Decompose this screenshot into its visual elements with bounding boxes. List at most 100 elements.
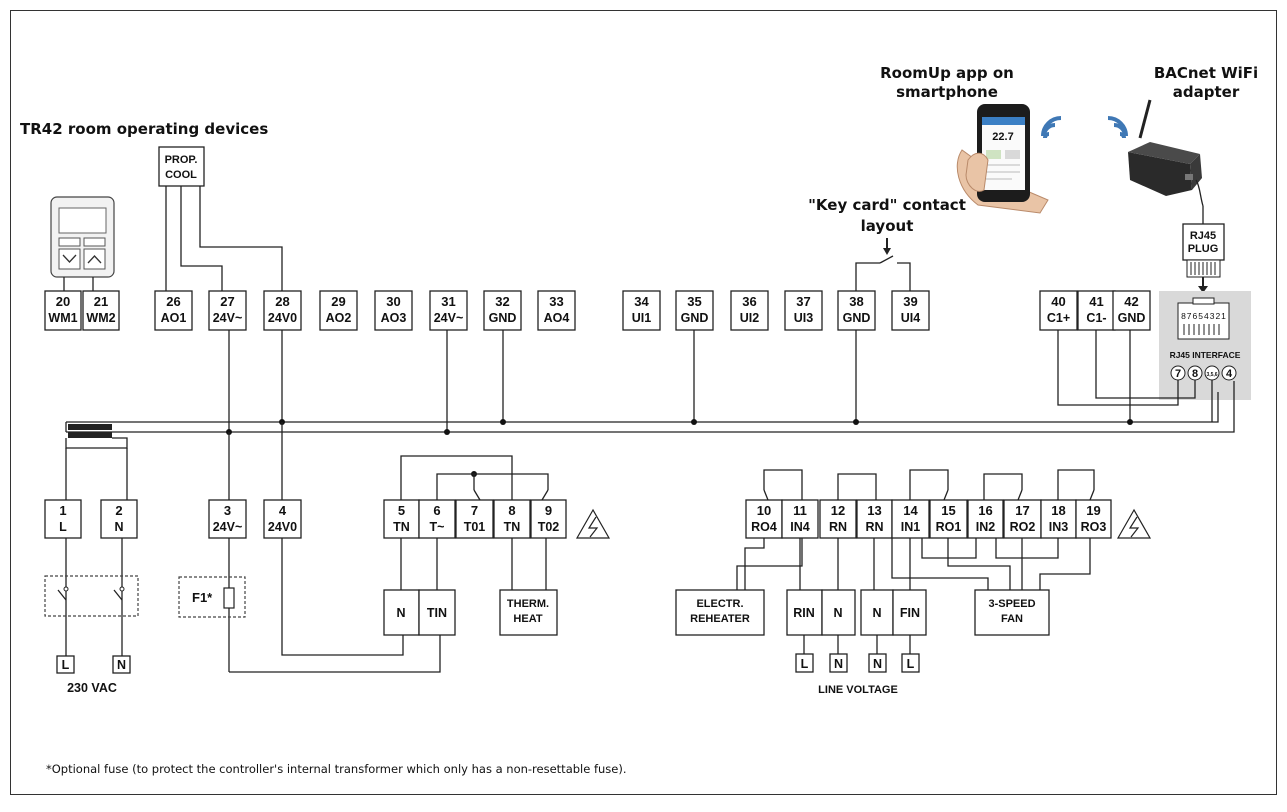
terminal-number: 20: [56, 294, 70, 309]
terminal-number: 41: [1089, 294, 1103, 309]
fuse-label-text: F1*: [192, 590, 213, 605]
fan-line2: FAN: [1001, 613, 1023, 625]
rj45-interface-label: RJ45 INTERFACE: [1170, 350, 1241, 360]
terminal-box: [1075, 499, 1112, 539]
terminal-box: [781, 499, 819, 539]
terminal-number: 27: [220, 294, 234, 309]
high-voltage-warning-icon: [1116, 508, 1152, 539]
chevron-up-icon: [87, 255, 102, 264]
terminal-number: 16: [978, 503, 992, 518]
rj45-pin-356: 3,5,6: [1206, 372, 1217, 378]
supply-terminals: L N 230 VAC: [56, 655, 131, 695]
terminal-number: 7: [471, 503, 478, 518]
terminal-label: 24V0: [268, 311, 297, 325]
terminal-number: 42: [1124, 294, 1138, 309]
terminal-number: 13: [867, 503, 881, 518]
terminal-label: T~: [430, 520, 445, 534]
terminal-box: [1112, 290, 1151, 331]
terminal-number: 5: [398, 503, 405, 518]
terminal-label: GND: [1118, 311, 1146, 325]
prop-cool-line2: COOL: [165, 169, 197, 181]
terminal-number: 21: [94, 294, 108, 309]
terminal-label: RO4: [751, 520, 777, 534]
terminal-number: 35: [687, 294, 701, 309]
valve-n-tin: N TIN: [383, 589, 456, 636]
terminal-label: T02: [538, 520, 560, 534]
terminal-box: [537, 290, 576, 331]
app-heading-line1: RoomUp app on: [880, 64, 1014, 82]
valve-tin-label: TIN: [427, 606, 447, 620]
bottom-terminal-strip: 1L2N324V~424V05TN6T~7T018TN9T0210RO411IN…: [44, 499, 1112, 539]
terminal-label: 24V~: [434, 311, 464, 325]
wifi-icon: [1041, 116, 1062, 139]
rj45-plug: RJ45 PLUG: [1182, 223, 1225, 293]
fuse-label: F1*: [192, 590, 213, 605]
terminal-label: AO2: [326, 311, 352, 325]
terminal-number: 31: [441, 294, 455, 309]
terminal-label: UI1: [632, 311, 652, 325]
top-terminal-31: 31 24V~: [429, 290, 468, 331]
terminal-label: 24V~: [213, 311, 243, 325]
terminal-number: 34: [634, 294, 649, 309]
terminal-label: L: [59, 520, 67, 534]
prop-cool-device: PROP. COOL: [158, 146, 205, 187]
line-term-4: L: [907, 657, 915, 671]
terminal-label: GND: [681, 311, 709, 325]
chevron-down-icon: [62, 254, 77, 263]
room-unit-illustration: [50, 196, 115, 291]
terminal-box: [44, 290, 82, 331]
terminal-box: [44, 499, 82, 539]
terminal-label: AO1: [161, 311, 187, 325]
wiring: [44, 186, 1235, 673]
terminal-number: 4: [279, 503, 287, 518]
terminal-number: 8: [508, 503, 515, 518]
fin-n-label: N: [872, 606, 881, 620]
top-terminal-strip: 20WM121WM226AO12724V~2824V029AO230AO3312…: [44, 290, 1151, 331]
bacnet-adapter-illustration: [1128, 99, 1204, 224]
terminal-label: AO3: [381, 311, 407, 325]
terminal-box: [208, 290, 247, 331]
rin-label: RIN: [793, 606, 815, 620]
terminal-label: UI2: [740, 311, 760, 325]
terminal-number: 1: [59, 503, 66, 518]
high-voltage-warning-icon: [575, 508, 611, 539]
diagram-frame: [10, 10, 1277, 795]
top-terminal-28: 28 24V0: [263, 290, 302, 331]
terminal-box: [374, 290, 413, 331]
rj45-pin-7: 7: [1175, 368, 1181, 380]
line-voltage-terminals: L N N L LINE VOLTAGE: [795, 653, 920, 696]
supply-voltage-label: 230 VAC: [67, 681, 117, 695]
terminal-label: WM2: [86, 311, 115, 325]
prop-cool-line1: PROP.: [165, 154, 198, 166]
terminal-label: IN4: [790, 520, 810, 534]
electr-reheater-line1: ELECTR.: [696, 598, 743, 610]
terminal-number: 6: [433, 503, 440, 518]
app-heading-line2: smartphone: [896, 83, 998, 101]
terminal-label: RO1: [936, 520, 962, 534]
terminal-number: 28: [275, 294, 289, 309]
terminal-label: C1+: [1047, 311, 1070, 325]
terminal-number: 33: [549, 294, 563, 309]
keycard-heading-line1: "Key card" contact: [808, 196, 966, 214]
supply-n-label: N: [117, 658, 126, 672]
bottom-terminal-8: 8TN: [493, 499, 531, 539]
bacnet-heading-line1: BACnet WiFi: [1154, 64, 1258, 82]
terminal-number: 19: [1086, 503, 1100, 518]
wifi-icon: [1107, 116, 1128, 139]
terminal-box: [100, 499, 138, 539]
terminal-label: UI4: [901, 311, 921, 325]
